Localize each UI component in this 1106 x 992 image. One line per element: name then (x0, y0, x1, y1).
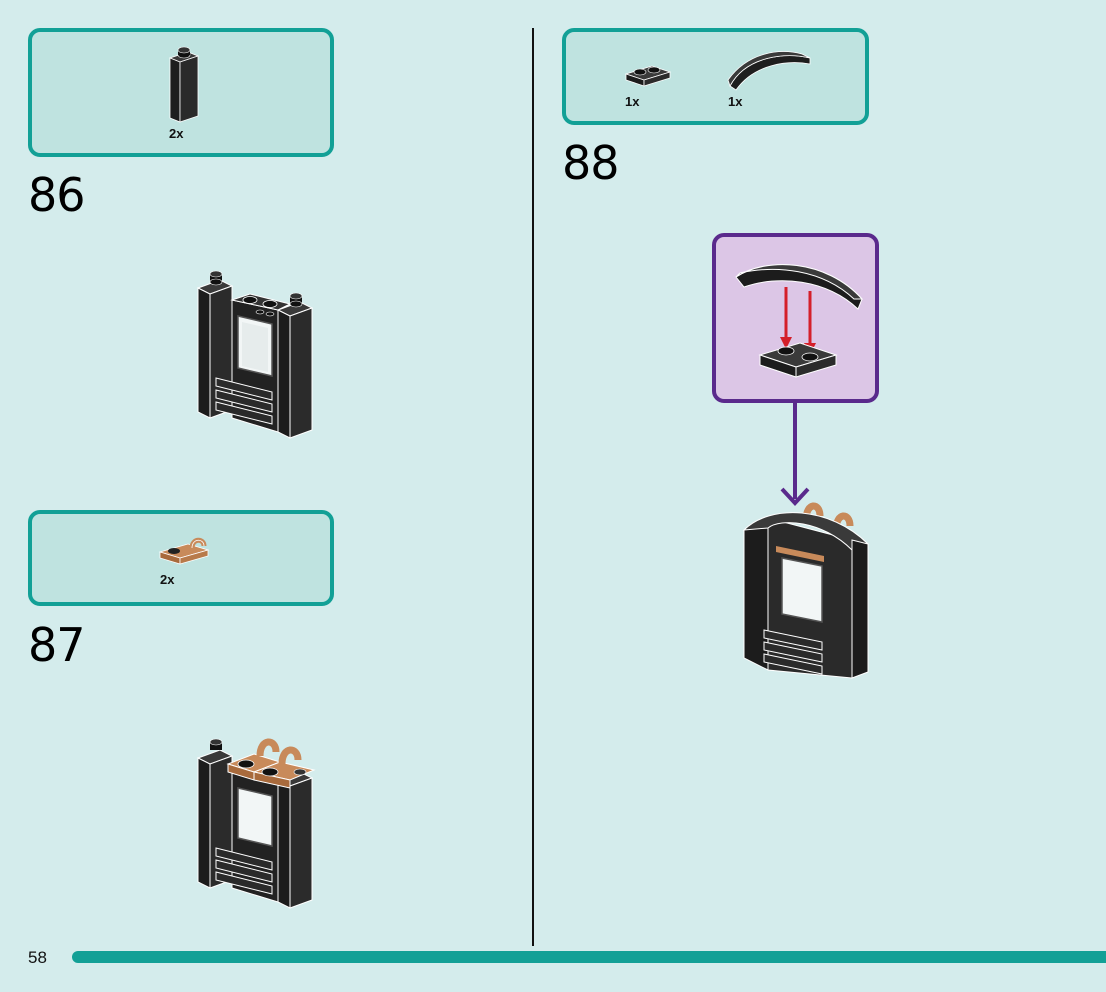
step-86-assembly-illustration (196, 270, 314, 439)
part-qty: 1x (728, 94, 743, 109)
sub-assembly-callout (712, 233, 879, 403)
part-qty: 2x (169, 126, 184, 141)
parts-box-step-87: 2x (28, 510, 334, 606)
parts-box-step-86: 2x (28, 28, 334, 157)
step-87-assembly-illustration (196, 738, 316, 909)
black-1x2-plate-icon (624, 65, 672, 87)
tan-clip-plate-icon (158, 537, 210, 565)
step-88-assembly-illustration (742, 502, 869, 679)
part-qty: 2x (160, 572, 175, 587)
step-number-88: 88 (562, 136, 620, 190)
footer-bar (72, 951, 1106, 963)
column-divider (532, 28, 534, 946)
callout-sub-assembly-illustration (735, 264, 864, 378)
black-curved-arch-icon (727, 51, 811, 91)
callout-arrow (780, 403, 810, 506)
step-number-87: 87 (28, 618, 86, 672)
parts-box-step-88: 1x 1x (562, 28, 869, 125)
step-number-86: 86 (28, 168, 86, 222)
black-1x1x3-brick-icon (168, 46, 200, 123)
page-number: 58 (28, 948, 47, 967)
part-qty: 1x (625, 94, 640, 109)
